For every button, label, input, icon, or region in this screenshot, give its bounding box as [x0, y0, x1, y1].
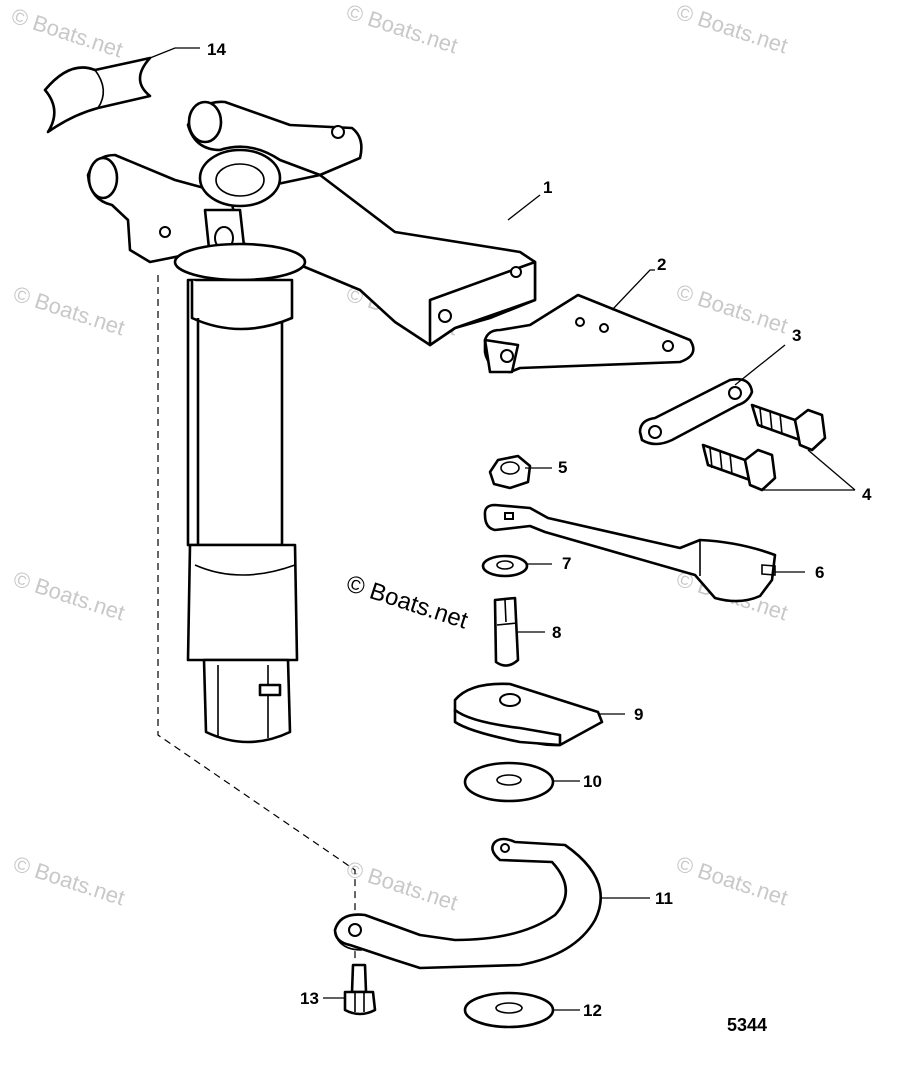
callout-7: 7 — [562, 554, 571, 573]
watermark: © Boats.net — [673, 851, 790, 910]
part-7-washer — [481, 554, 529, 578]
part-12-washer — [463, 991, 555, 1029]
part-4-bolts — [701, 403, 827, 492]
background-watermarks: © Boats.net © Boats.net © Boats.net © Bo… — [8, 0, 790, 915]
callout-11: 11 — [655, 889, 673, 908]
leader-lines — [149, 47, 856, 1011]
callout-5: 5 — [558, 458, 567, 477]
watermark: © Boats.net — [673, 0, 790, 58]
callout-14: 14 — [207, 40, 226, 59]
watermark: © Boats.net — [10, 281, 127, 340]
assembly-dashed-line — [157, 275, 356, 960]
watermark: © Boats.net — [673, 279, 790, 338]
callout-8: 8 — [552, 623, 561, 642]
callout-9: 9 — [634, 705, 643, 724]
callout-6: 6 — [815, 563, 824, 582]
callout-3: 3 — [792, 326, 801, 345]
watermark: © Boats.net — [8, 3, 125, 62]
steering-tube — [186, 278, 299, 744]
watermark: © Boats.net — [10, 566, 127, 625]
center-watermark: © Boats.net — [343, 570, 471, 635]
figure-number: 5344 — [727, 1015, 767, 1035]
part-14-bushing — [43, 56, 152, 134]
part-9-cam-plate — [453, 682, 604, 747]
callout-1: 1 — [543, 178, 552, 197]
callout-4: 4 — [862, 485, 872, 504]
callout-10: 10 — [583, 772, 602, 791]
callout-13: 13 — [300, 989, 319, 1008]
part-8-pin — [493, 596, 520, 667]
part-11-curved-plate — [333, 837, 602, 970]
watermark: © Boats.net — [343, 0, 460, 58]
part-2-bracket — [483, 293, 695, 374]
callout-2: 2 — [657, 255, 666, 274]
watermark: © Boats.net — [343, 856, 460, 915]
part-3-plate — [638, 377, 754, 446]
callout-labels: 14 1 2 3 4 5 6 7 8 9 10 11 12 13 — [207, 40, 872, 1020]
part-13-bolt — [343, 963, 377, 1016]
part-10-washer — [463, 761, 555, 803]
watermark: © Boats.net — [10, 851, 127, 910]
part-6-lever — [483, 503, 777, 603]
callout-12: 12 — [583, 1001, 602, 1020]
part-5-nut — [488, 454, 532, 490]
part-1-swivel-bracket — [86, 100, 537, 347]
